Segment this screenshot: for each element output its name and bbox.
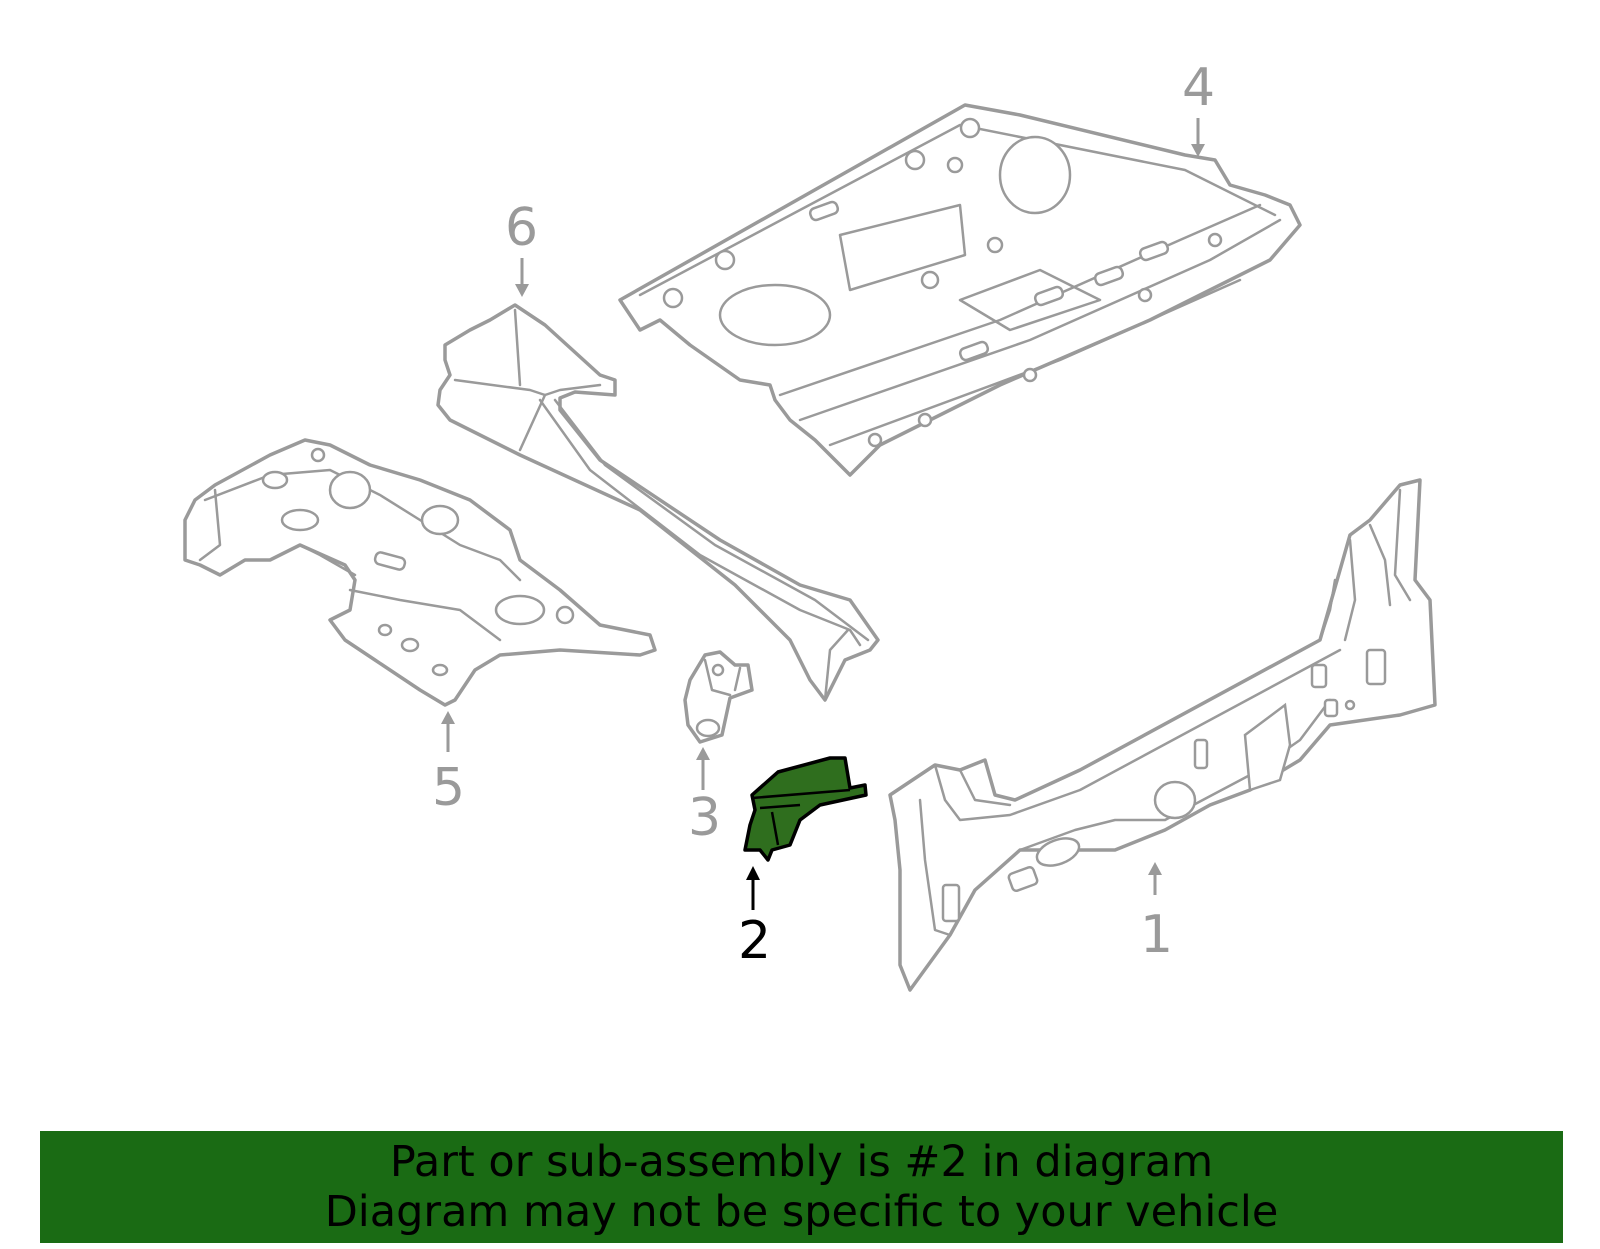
part-3-bracket [683, 650, 754, 744]
info-banner: Part or sub-assembly is #2 in diagram Di… [40, 1131, 1563, 1243]
part-2-highlighted-bracket [743, 756, 868, 862]
part-1-rear-panel [888, 478, 1437, 992]
callout-arrow-1 [1148, 862, 1162, 895]
callout-arrow-6 [515, 258, 529, 297]
part-4-package-tray [618, 103, 1302, 477]
callout-arrow-3 [696, 747, 710, 790]
callout-label-5: 5 [432, 758, 465, 818]
part-6-pillar-panel [436, 303, 880, 702]
callout-label-6: 6 [505, 198, 538, 258]
callout-label-1: 1 [1140, 905, 1173, 965]
callout-label-3: 3 [688, 788, 721, 848]
banner-line-1: Part or sub-assembly is #2 in diagram [389, 1137, 1214, 1187]
callout-arrow-2 [746, 866, 760, 910]
callout-arrow-5 [441, 711, 455, 752]
parts-diagram: 1 2 3 4 5 6 [183, 58, 1437, 992]
callout-label-4: 4 [1182, 58, 1215, 118]
banner-line-2: Diagram may not be specific to your vehi… [324, 1187, 1279, 1237]
callout-label-2: 2 [738, 911, 771, 971]
part-5-floor-panel [183, 438, 657, 707]
callout-arrow-4 [1191, 118, 1205, 157]
